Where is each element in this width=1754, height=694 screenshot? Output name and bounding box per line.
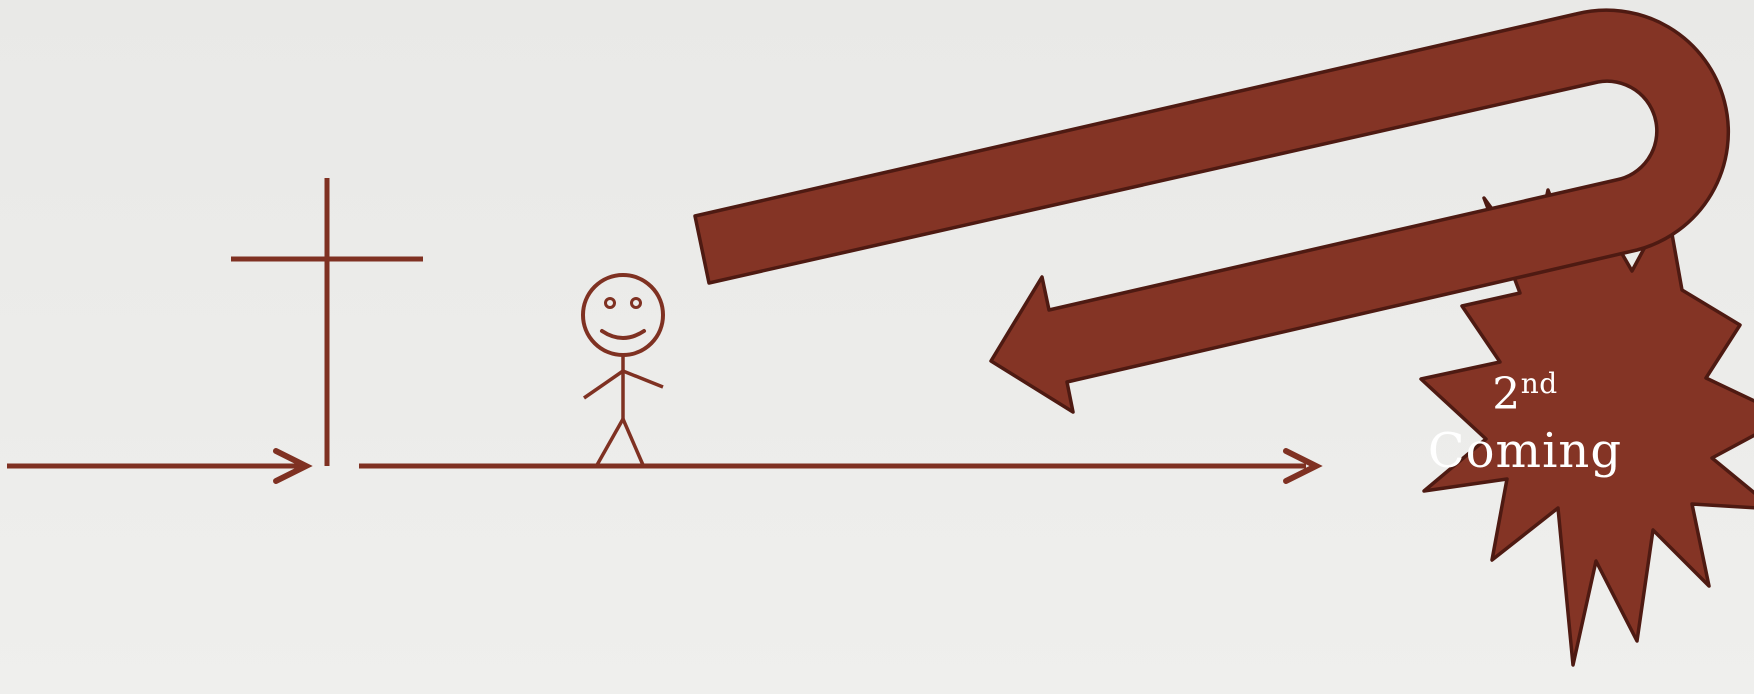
stick-figure-right-leg (623, 419, 643, 465)
ordinal-label: 2nd (1418, 370, 1632, 417)
timeline-left-arrow (7, 451, 306, 481)
stick-figure-left-leg (597, 419, 623, 465)
stick-figure-left-eye (606, 299, 615, 308)
stick-figure-right-arm (623, 371, 663, 387)
stick-figure-right-eye (632, 299, 641, 308)
coming-label: Coming (1418, 427, 1632, 475)
cross-icon (231, 178, 423, 466)
stick-figure-left-arm (584, 371, 623, 398)
burst-label: 2nd Coming (1418, 370, 1632, 475)
ordinal-number: 2 (1492, 369, 1521, 420)
stick-figure-head (583, 275, 663, 355)
timeline-right-arrow (359, 451, 1316, 481)
ordinal-suffix: nd (1521, 367, 1558, 400)
stick-figure-smile (602, 331, 644, 338)
stick-figure-icon (583, 275, 663, 465)
